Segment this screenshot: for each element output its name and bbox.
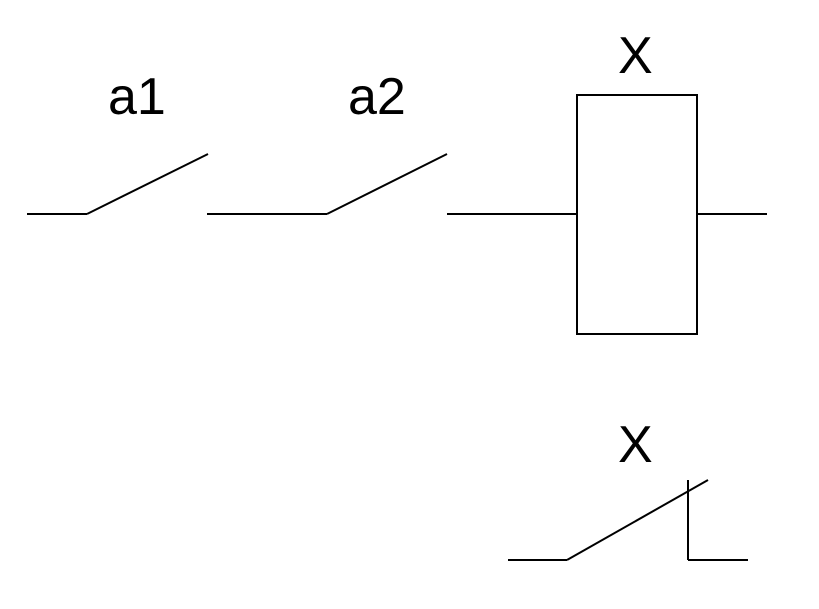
contact-a2-blade xyxy=(326,153,448,215)
relay-contact-blade xyxy=(566,479,709,561)
contact-a1: a1 xyxy=(27,68,209,215)
relay-contact-x: X xyxy=(508,416,748,561)
relay-coil-box xyxy=(576,94,698,335)
contact-a1-blade xyxy=(86,153,209,215)
relay-coil-x: X xyxy=(447,27,767,335)
contact-a1-label: a1 xyxy=(108,68,166,126)
relay-coil-label: X xyxy=(618,27,653,85)
contact-a2: a2 xyxy=(207,68,448,215)
contact-a2-label: a2 xyxy=(348,68,406,126)
relay-contact-label: X xyxy=(618,416,653,474)
